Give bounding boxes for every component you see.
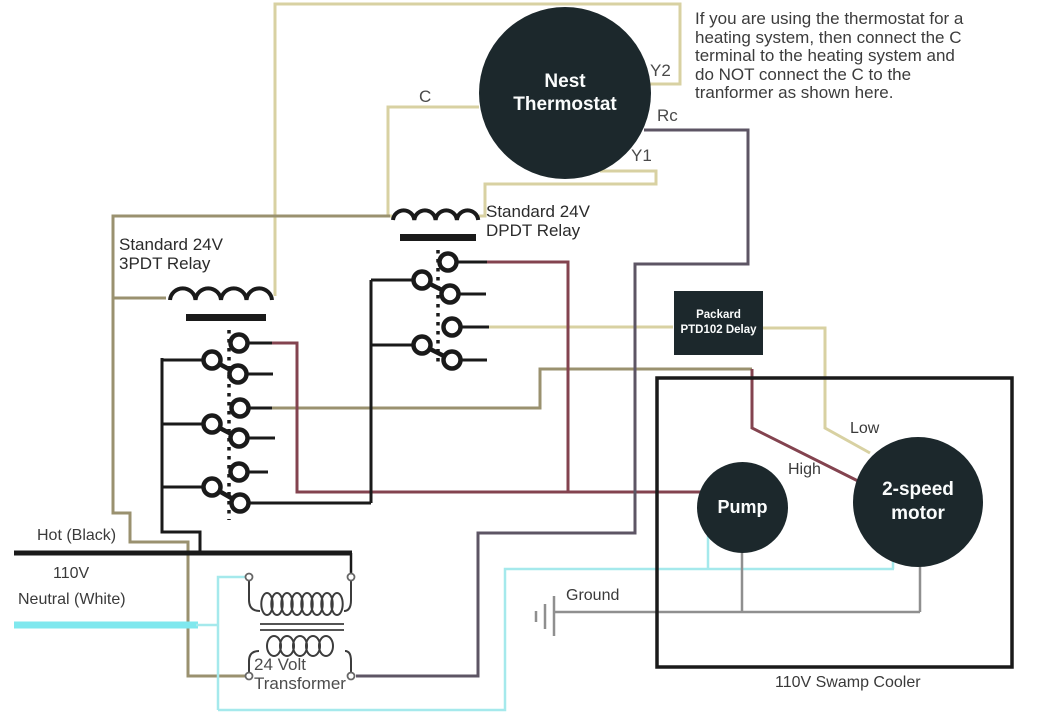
speed-high-label: High	[788, 461, 821, 478]
neutral-label: Neutral (White)	[18, 591, 126, 608]
speed-low-label: Low	[850, 420, 880, 437]
note-line: If you are using the thermostat for a	[695, 9, 964, 28]
tpdt-relay-label-line2: 3PDT Relay	[119, 254, 211, 273]
terminal-y2-label: Y2	[650, 61, 671, 80]
terminal-rc-label: Rc	[657, 106, 678, 125]
pump-node: Pump	[697, 462, 788, 553]
pump-label: Pump	[717, 497, 768, 517]
thermostat-name-line1: Nest	[544, 71, 586, 92]
note-line: terminal to the heating system and	[695, 46, 955, 65]
transformer-terminals	[244, 572, 356, 681]
dpdt-relay-label-line2: DPDT Relay	[486, 221, 581, 240]
packard-delay-box: Packard PTD102 Delay	[674, 291, 763, 355]
wires-black	[14, 208, 1014, 669]
wires-maroon	[272, 260, 859, 494]
wires-ground	[534, 548, 922, 636]
tpdt-relay-label-line1: Standard 24V	[119, 235, 223, 254]
transformer-label: 24 Volt Transformer	[254, 655, 346, 693]
voltage-label: 110V	[53, 565, 90, 582]
motor-label-line1: 2-speed	[882, 479, 954, 500]
swamp-cooler-label: 110V Swamp Cooler	[775, 674, 921, 691]
coil-bars	[186, 234, 476, 321]
hot-label: Hot (Black)	[37, 527, 117, 544]
note-line: tranformer as shown here.	[695, 83, 894, 102]
transformer-label-line2: Transformer	[254, 674, 346, 693]
note-line: heating system, then connect the C	[695, 27, 962, 47]
tpdt-relay-label: Standard 24V 3PDT Relay	[119, 235, 223, 273]
wires-cyan-thin	[196, 536, 895, 712]
terminal-y1-label: Y1	[631, 146, 652, 165]
note-text: If you are using the thermostat for a he…	[695, 9, 1043, 103]
tpdt-coil	[168, 286, 274, 301]
wires-olive	[111, 214, 752, 678]
dpdt-coil	[391, 208, 481, 221]
motor-label-line2: motor	[891, 503, 945, 524]
delay-label-line1: Packard	[696, 309, 741, 321]
note-line: do NOT connect the C to the	[695, 64, 912, 84]
transformer-label-line1: 24 Volt	[254, 655, 306, 674]
swamp-cooler-box	[655, 376, 1014, 669]
relay-contacts	[201, 251, 463, 514]
delay-label-line2: PTD102 Delay	[680, 324, 757, 336]
terminal-c-label: C	[419, 87, 432, 106]
thermostat-name-line2: Thermostat	[513, 94, 617, 115]
two-speed-motor-node: 2-speed motor	[853, 437, 983, 567]
ground-symbol-icon	[534, 596, 556, 636]
dpdt-relay-label: Standard 24V DPDT Relay	[486, 202, 590, 240]
ground-label: Ground	[566, 587, 620, 604]
wires-purple	[356, 128, 750, 678]
nest-thermostat: Nest Thermostat	[479, 7, 651, 179]
transformer-symbol	[244, 572, 356, 681]
dpdt-relay-label-line1: Standard 24V	[486, 202, 590, 221]
